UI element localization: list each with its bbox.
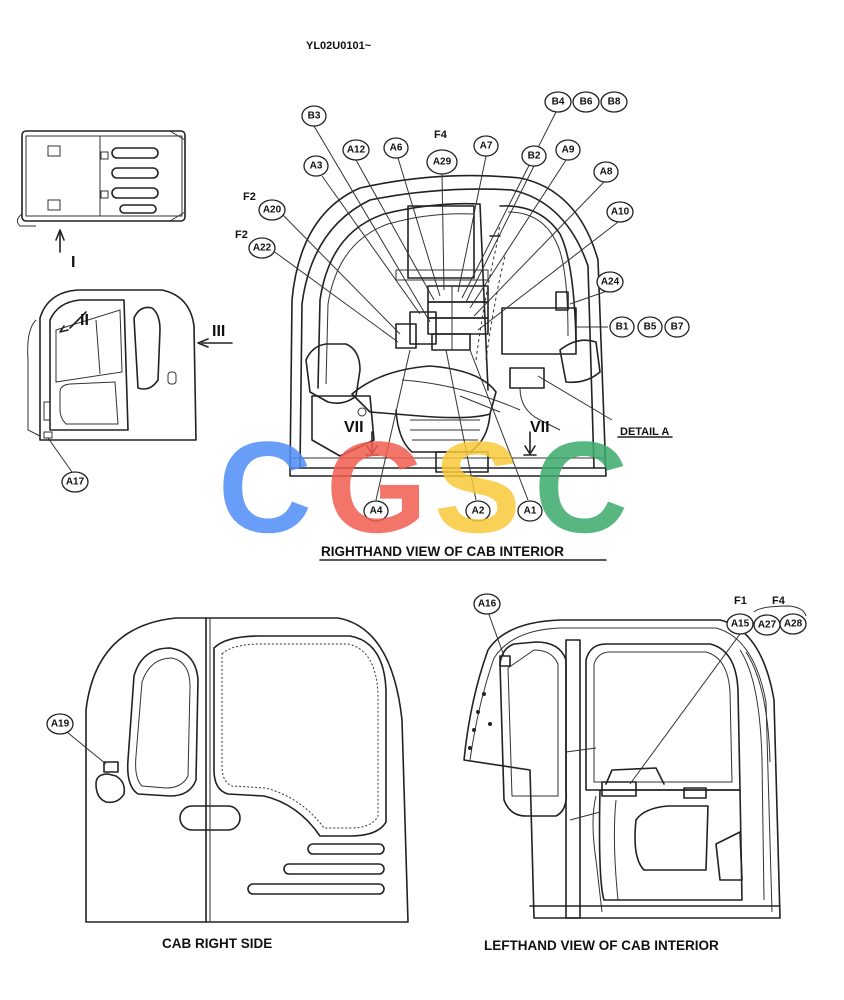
caption-cab-right-side: CAB RIGHT SIDE xyxy=(162,936,272,951)
callout-a24[interactable]: A24 xyxy=(596,271,624,293)
callout-a12-label: A12 xyxy=(347,145,366,156)
callout-a9[interactable]: A9 xyxy=(555,139,581,161)
callout-a10-label: A10 xyxy=(611,207,630,218)
callout-a20[interactable]: A20 xyxy=(258,199,286,221)
callout-a3-label: A3 xyxy=(310,161,323,172)
caption-righthand-view: RIGHTHAND VIEW OF CAB INTERIOR xyxy=(321,544,564,559)
callout-a29-label: A29 xyxy=(433,157,452,168)
cab-top-view xyxy=(16,130,186,253)
drawing-code: YL02U0101~ xyxy=(306,40,372,52)
fuse-label-f2-a: F2 xyxy=(243,191,256,203)
view-marker-vii-left: VII xyxy=(344,419,364,436)
callout-a24-label: A24 xyxy=(601,277,620,288)
watermark-logo: C G S C xyxy=(218,414,628,560)
callout-a27[interactable]: A27 xyxy=(753,614,781,636)
righthand-view xyxy=(289,174,673,477)
watermark-letter-4: C xyxy=(534,414,628,560)
callout-a16-label: A16 xyxy=(478,599,497,610)
callout-a17[interactable]: A17 xyxy=(61,471,89,493)
watermark-letter-2: G xyxy=(326,414,427,560)
cab-side-view-small xyxy=(27,289,233,441)
fuse-label-f1: F1 xyxy=(734,595,747,607)
callout-b7[interactable]: B7 xyxy=(664,316,690,338)
caption-lefthand-view: LEFTHAND VIEW OF CAB INTERIOR xyxy=(484,938,719,953)
callout-a27-label: A27 xyxy=(758,620,777,631)
callout-b7-label: B7 xyxy=(671,322,684,333)
callout-a2[interactable]: A2 xyxy=(465,500,491,522)
callout-b3[interactable]: B3 xyxy=(301,105,327,127)
callout-a15[interactable]: A15 xyxy=(726,613,754,635)
cab-right-side-view xyxy=(85,617,409,923)
lefthand-view xyxy=(463,619,781,919)
callout-a19[interactable]: A19 xyxy=(46,713,74,735)
callout-a28[interactable]: A28 xyxy=(779,613,807,635)
callout-a4-label: A4 xyxy=(370,506,383,517)
callout-b2[interactable]: B2 xyxy=(521,145,547,167)
callout-a17-label: A17 xyxy=(66,477,85,488)
callout-a3[interactable]: A3 xyxy=(303,155,329,177)
fuse-label-f4-top: F4 xyxy=(434,129,448,141)
callout-a29[interactable]: A29 xyxy=(426,149,458,175)
view-marker-iii: III xyxy=(212,323,225,340)
righthand-leaders xyxy=(271,111,619,501)
detail-a-label: DETAIL A xyxy=(620,426,669,438)
callout-b4[interactable]: B4 xyxy=(544,91,572,113)
fuse-label-f4-bottom: F4 xyxy=(772,595,786,607)
callout-a19-label: A19 xyxy=(51,719,70,730)
watermark-letter-1: C xyxy=(218,414,312,560)
view-marker-ii: II xyxy=(80,312,89,329)
callout-b1[interactable]: B1 xyxy=(609,316,635,338)
view-marker-i: I xyxy=(71,254,75,271)
fuse-label-f2-b: F2 xyxy=(235,229,248,241)
callout-a6-label: A6 xyxy=(390,143,403,154)
callout-b8-label: B8 xyxy=(608,97,621,108)
callout-b6[interactable]: B6 xyxy=(572,91,600,113)
watermark-letter-3: S xyxy=(434,414,521,560)
callout-a8[interactable]: A8 xyxy=(593,161,619,183)
callout-a22[interactable]: A22 xyxy=(248,237,276,259)
callout-a8-label: A8 xyxy=(600,167,613,178)
callout-a10[interactable]: A10 xyxy=(606,201,634,223)
callout-b6-label: B6 xyxy=(580,97,593,108)
callout-a16[interactable]: A16 xyxy=(473,593,501,615)
callout-b3-label: B3 xyxy=(308,111,321,122)
callout-a20-label: A20 xyxy=(263,205,282,216)
view-marker-vii-right: VII xyxy=(530,419,550,436)
callout-a22-label: A22 xyxy=(253,243,272,254)
callout-b2-label: B2 xyxy=(528,151,541,162)
callout-a28-label: A28 xyxy=(784,619,803,630)
callout-b4-label: B4 xyxy=(552,97,565,108)
callout-b5[interactable]: B5 xyxy=(637,316,663,338)
callout-a12[interactable]: A12 xyxy=(342,139,370,161)
callout-b1-label: B1 xyxy=(616,322,629,333)
callout-a9-label: A9 xyxy=(562,145,575,156)
callout-a4[interactable]: A4 xyxy=(363,500,389,522)
callout-a7[interactable]: A7 xyxy=(473,135,499,157)
callout-b8[interactable]: B8 xyxy=(600,91,628,113)
callout-b5-label: B5 xyxy=(644,322,657,333)
callout-a1-label: A1 xyxy=(524,506,537,517)
callout-a2-label: A2 xyxy=(472,506,485,517)
callout-a1[interactable]: A1 xyxy=(517,500,543,522)
callout-a6[interactable]: A6 xyxy=(383,137,409,159)
callout-a15-label: A15 xyxy=(731,619,750,630)
callout-a7-label: A7 xyxy=(480,141,493,152)
